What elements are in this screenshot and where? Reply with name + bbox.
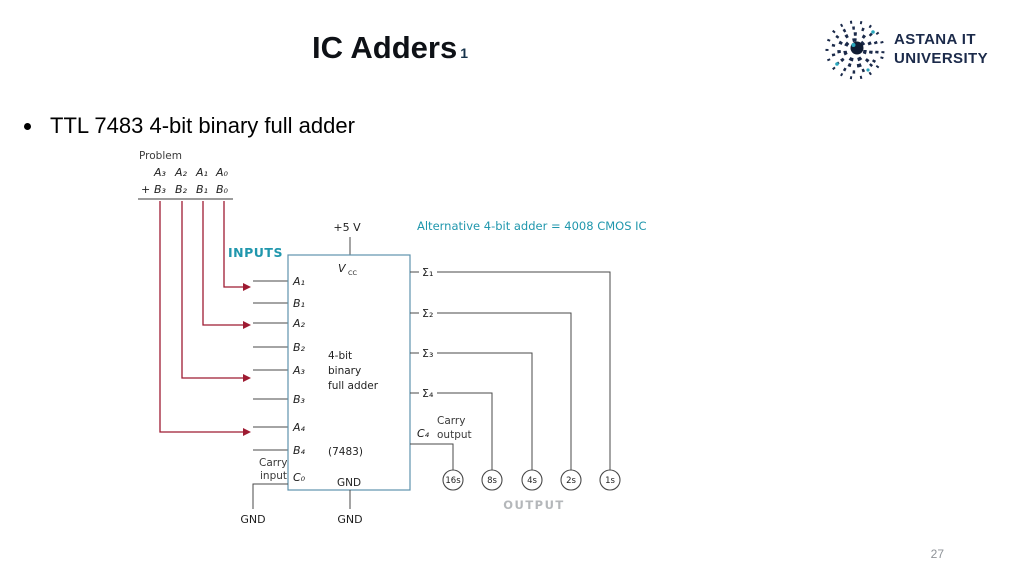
alternative-note: Alternative 4-bit adder = 4008 CMOS IC [417, 219, 647, 233]
page-title-text: IC Adders [311, 30, 458, 65]
output-nodes [442, 469, 621, 491]
operand-b2: B₂ [175, 183, 188, 196]
chip-part-number: (7483) [328, 446, 363, 458]
carry-input-label-line1: Carry [259, 457, 287, 469]
pin-b4: B₄ [293, 444, 306, 457]
output-node-1s: 1s [605, 476, 615, 486]
left-pin-wires [253, 280, 288, 451]
input-routing-wires [159, 201, 251, 436]
output-node-2s: 2s [566, 476, 576, 486]
pin-b2: B₂ [293, 341, 306, 354]
chip-gnd-pin: GND [337, 477, 361, 489]
bullet-text: TTL 7483 4-bit binary full adder [50, 113, 355, 138]
chip-name-line3: full adder [328, 380, 379, 392]
logo-text: ASTANA IT UNIVERSITY [894, 30, 988, 69]
chip-name-line2: binary [328, 365, 361, 377]
pin-a2: A₂ [292, 317, 306, 330]
ic-body [287, 254, 411, 491]
gnd-left-label: GND [240, 513, 265, 526]
supply-label: +5 V [333, 221, 361, 234]
vcc-subscript: CC [348, 269, 358, 277]
pin-sigma2: Σ₂ [422, 307, 433, 320]
operand-a2: A₂ [174, 166, 188, 179]
plus-sign: + [141, 183, 150, 196]
gnd-center-label: GND [337, 513, 362, 526]
operand-a3: A₃ [153, 166, 167, 179]
title-footnote: 1 [460, 45, 469, 61]
output-node-8s: 8s [487, 476, 497, 486]
pin-b1: B₁ [293, 297, 305, 310]
carry-input-wire [252, 483, 288, 509]
operand-b0: B₀ [216, 183, 229, 196]
pin-a1: A₁ [292, 275, 305, 288]
operand-a1: A₁ [195, 166, 208, 179]
sum-pin-wires [410, 271, 611, 470]
logo-line-2: UNIVERSITY [893, 50, 988, 67]
carry-output-label-line1: Carry [437, 415, 465, 427]
carry-input-label-line2: input [260, 470, 287, 482]
logo-line-1: ASTANA IT [893, 30, 976, 48]
pin-sigma3: Σ₃ [422, 347, 433, 360]
problem-label: Problem [139, 150, 182, 162]
operand-b3: B₃ [154, 183, 167, 196]
logo-mark-icon [825, 20, 885, 80]
chip-name-line1: 4-bit [328, 350, 352, 362]
output-node-4s: 4s [527, 476, 537, 486]
vcc-label: V [338, 262, 347, 275]
pin-b3: B₃ [293, 393, 306, 406]
university-logo: ASTANA IT UNIVERSITY [824, 10, 988, 88]
inputs-label: INPUTS [228, 245, 283, 260]
output-node-16s: 16s [445, 476, 461, 486]
pin-a3: A₃ [292, 364, 306, 377]
carry-output-label-line2: output [437, 429, 472, 441]
pin-sigma4: Σ₄ [422, 387, 434, 400]
pin-c4: C₄ [417, 427, 430, 440]
output-label: OUTPUT [503, 498, 565, 512]
operand-a0: A₀ [215, 166, 229, 179]
bullet-list: TTL 7483 4-bit binary full adder [44, 113, 355, 139]
bullet-item: TTL 7483 4-bit binary full adder [44, 113, 355, 139]
page-number: 27 [930, 547, 944, 561]
pin-sigma1: Σ₁ [422, 266, 433, 279]
operand-b1: B₁ [196, 183, 208, 196]
pin-c0: C₀ [293, 471, 306, 484]
pin-a4: A₄ [292, 421, 306, 434]
